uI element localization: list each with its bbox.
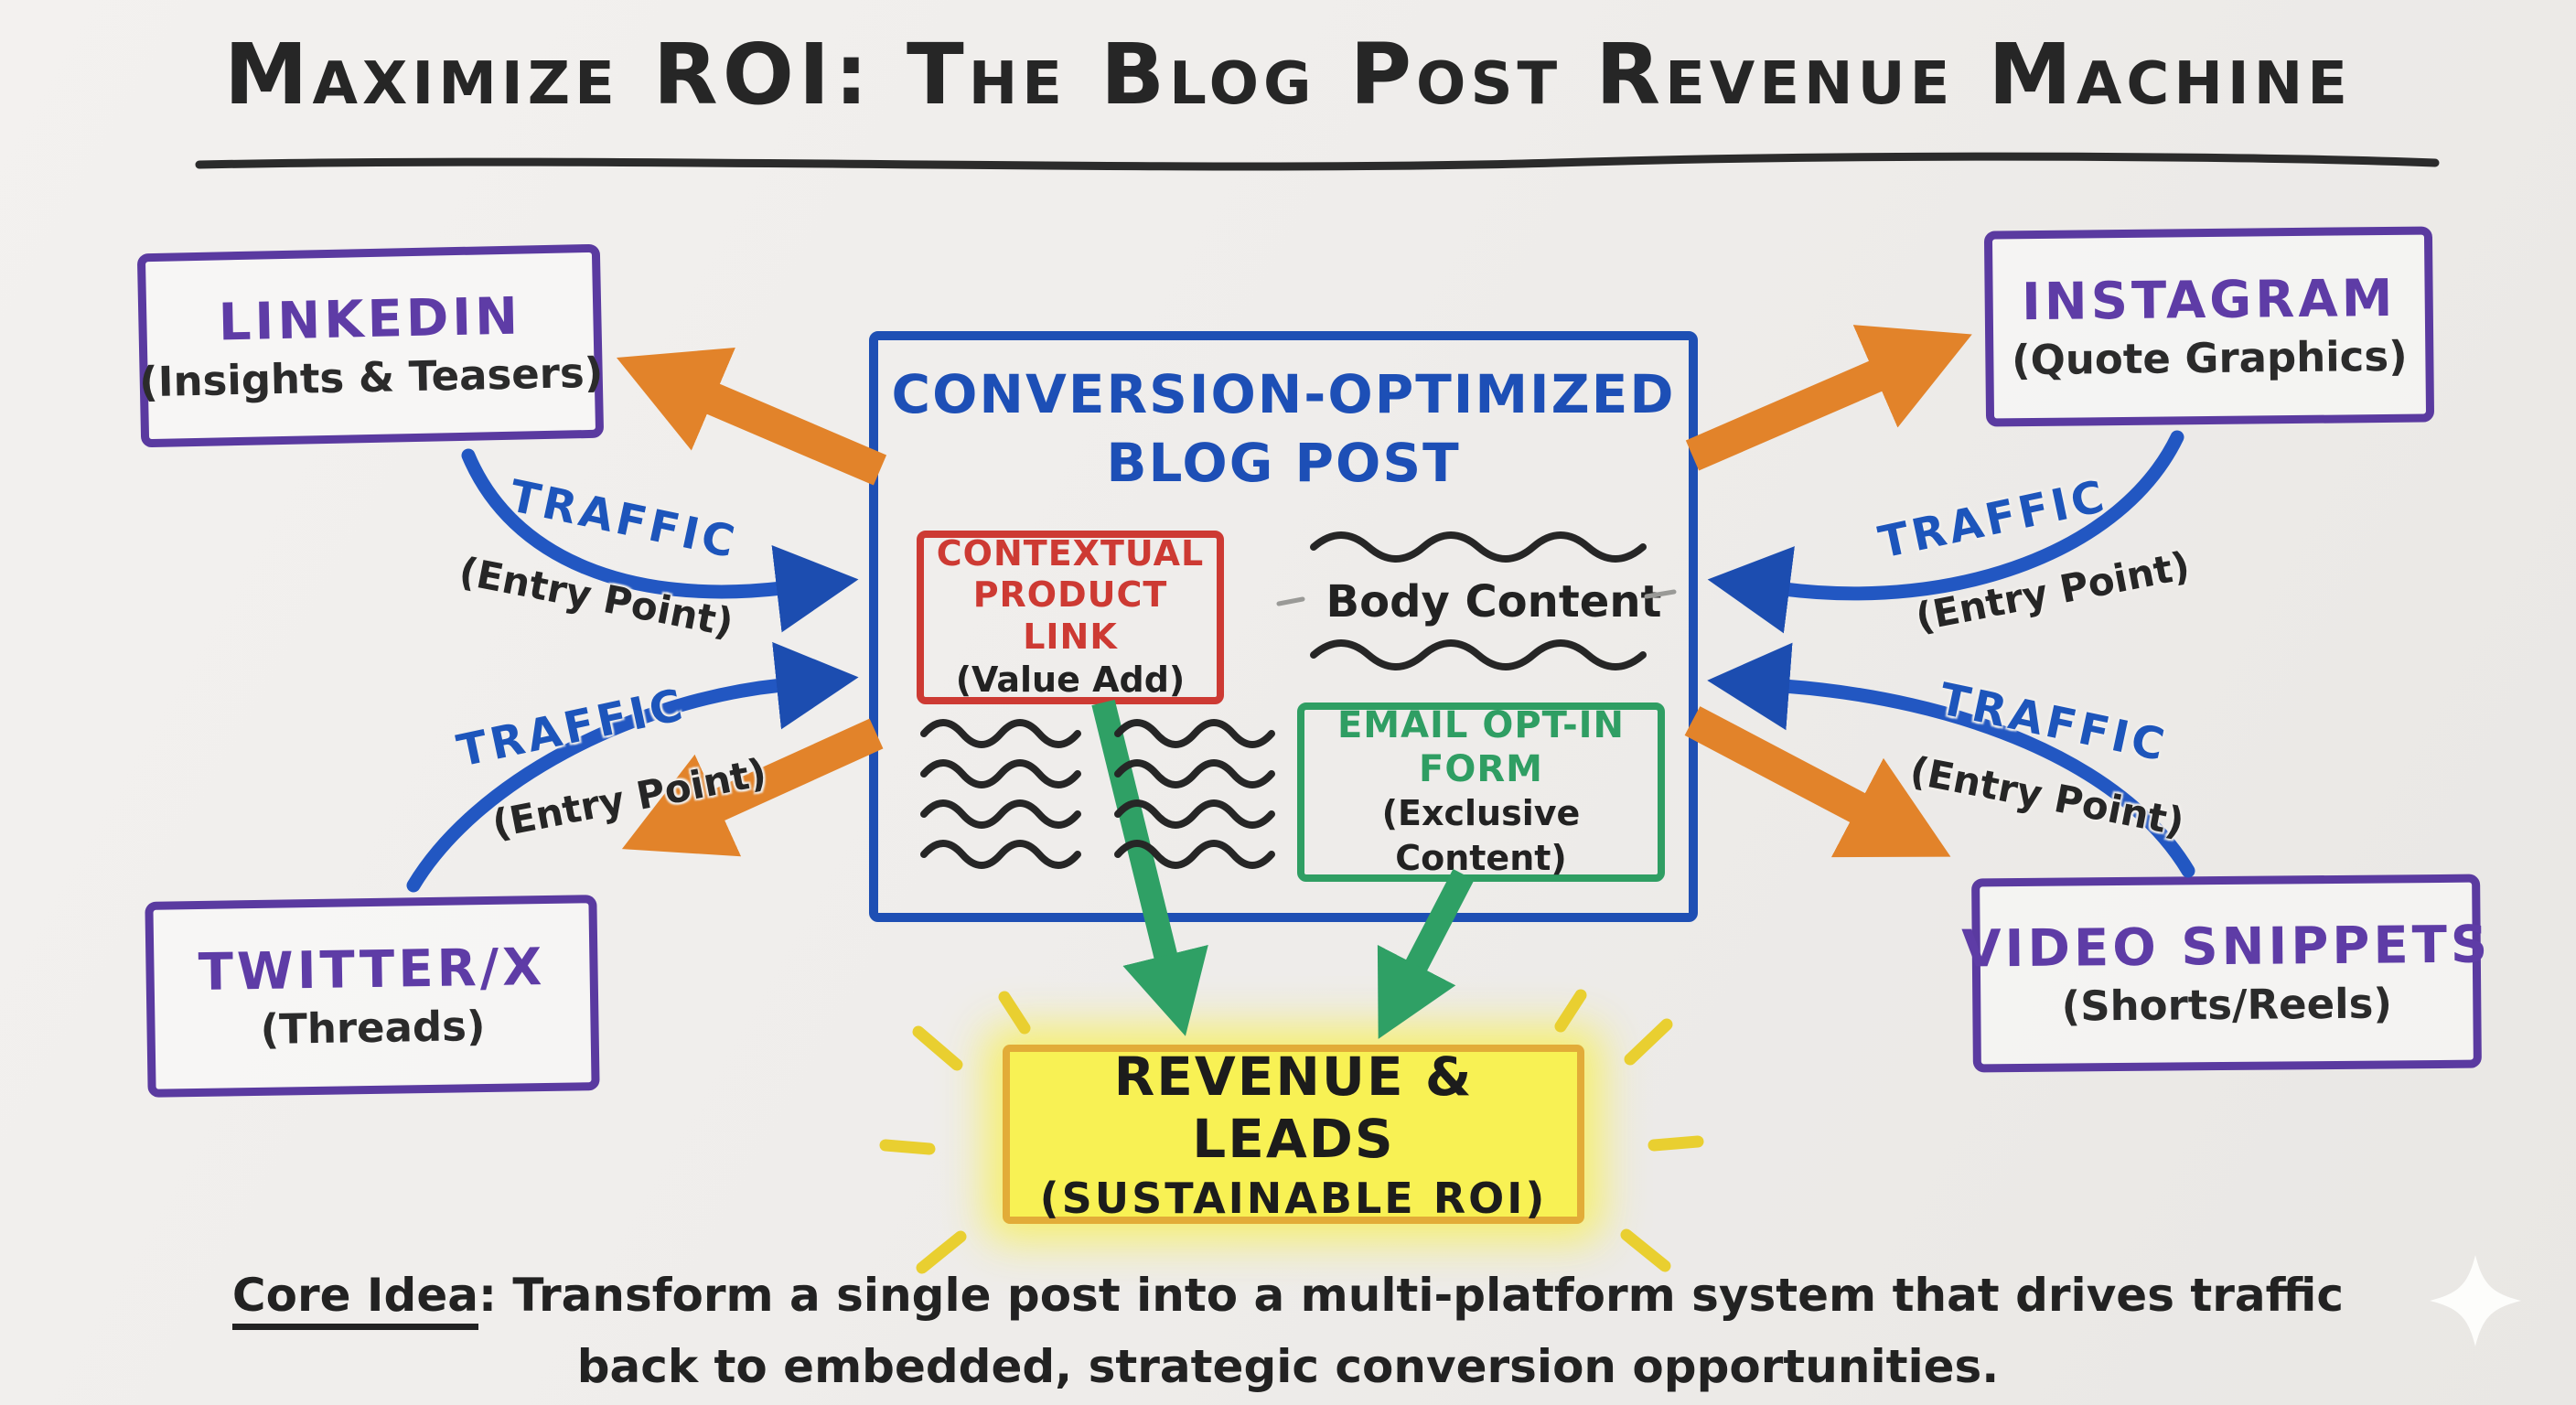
revenue-box: REVENUE & LEADS (SUSTAINABLE ROI): [1003, 1045, 1584, 1224]
email-optin-line2: FORM: [1419, 747, 1543, 790]
email-optin-note: (Exclusive Content): [1381, 792, 1581, 878]
revenue-title: REVENUE & LEADS: [1113, 1046, 1474, 1170]
instagram-label: INSTAGRAM: [2021, 268, 2397, 333]
ray: [1554, 989, 1587, 1033]
product-link-line1: CONTEXTUAL: [936, 532, 1205, 574]
page-title: Maximize ROI: The Blog Post Revenue Mach…: [223, 26, 2353, 123]
product-link-note: (Value Add): [955, 659, 1186, 700]
linkedin-label: LINKEDIN: [218, 286, 522, 353]
core-idea: Core Idea: Transform a single post into …: [0, 1260, 2576, 1402]
traffic-label-top-left: TRAFFIC: [504, 470, 743, 569]
body-content-label: Body Content: [1326, 576, 1662, 627]
email-optin-box: EMAIL OPT-IN FORM (Exclusive Content): [1297, 702, 1665, 882]
twitter-subtitle: (Threads): [260, 1002, 486, 1054]
ray: [998, 991, 1031, 1035]
video-snippets-label: VIDEO SNIPPETS: [1961, 915, 2492, 980]
linkedin-box: LINKEDIN (Insights & Teasers): [136, 243, 605, 448]
instagram-box: INSTAGRAM (Quote Graphics): [1983, 226, 2435, 427]
ray: [1648, 1135, 1704, 1152]
traffic-label-bottom-left: TRAFFIC: [452, 679, 691, 778]
core-idea-label: Core Idea: [231, 1269, 478, 1330]
ray: [1624, 1018, 1673, 1066]
entry-point-label-top-left: (Entry Point): [456, 548, 737, 646]
orange-arrow-to-instagram: [1685, 325, 1972, 471]
core-idea-line2: back to embedded, strategic conversion o…: [576, 1339, 2000, 1393]
orange-arrow-to-linkedin: [616, 347, 887, 486]
twitter-label: TWITTER/X: [198, 938, 546, 1003]
video-snippets-box: VIDEO SNIPPETS (Shorts/Reels): [1961, 874, 2491, 1073]
title-underline: [195, 152, 2440, 171]
blog-post-title: CONVERSION-OPTIMIZED BLOG POST: [878, 360, 1689, 499]
blog-post-title-line2: BLOG POST: [1106, 432, 1461, 495]
email-optin-line1: EMAIL OPT-IN: [1336, 703, 1626, 746]
core-idea-line1: Core Idea: Transform a single post into …: [0, 1260, 2576, 1332]
ray: [912, 1025, 963, 1071]
blog-post-title-line1: CONVERSION-OPTIMIZED: [891, 363, 1676, 425]
revenue-subtitle: (SUSTAINABLE ROI): [1039, 1174, 1548, 1223]
orange-arrow-to-video: [1684, 706, 1951, 858]
product-link-line2: PRODUCT LINK: [972, 574, 1168, 658]
product-link-box: CONTEXTUAL PRODUCT LINK (Value Add): [917, 531, 1224, 704]
video-snippets-subtitle: (Shorts/Reels): [2061, 979, 2393, 1031]
twitter-box: TWITTER/X (Threads): [145, 895, 600, 1098]
entry-point-label-bottom-left: (Entry Point): [488, 749, 770, 847]
linkedin-subtitle: (Insights & Teasers): [138, 348, 604, 407]
traffic-label-top-right: TRAFFIC: [1873, 470, 2112, 569]
blog-post-box: CONVERSION-OPTIMIZED BLOG POST CONTEXTUA…: [869, 331, 1698, 922]
instagram-subtitle: (Quote Graphics): [2011, 331, 2408, 385]
entry-point-label-top-right: (Entry Point): [1912, 542, 2194, 640]
core-idea-text1: : Transform a single post into a multi-p…: [478, 1269, 2345, 1322]
ray: [879, 1139, 936, 1155]
traffic-label-bottom-right: TRAFFIC: [1934, 673, 2173, 772]
